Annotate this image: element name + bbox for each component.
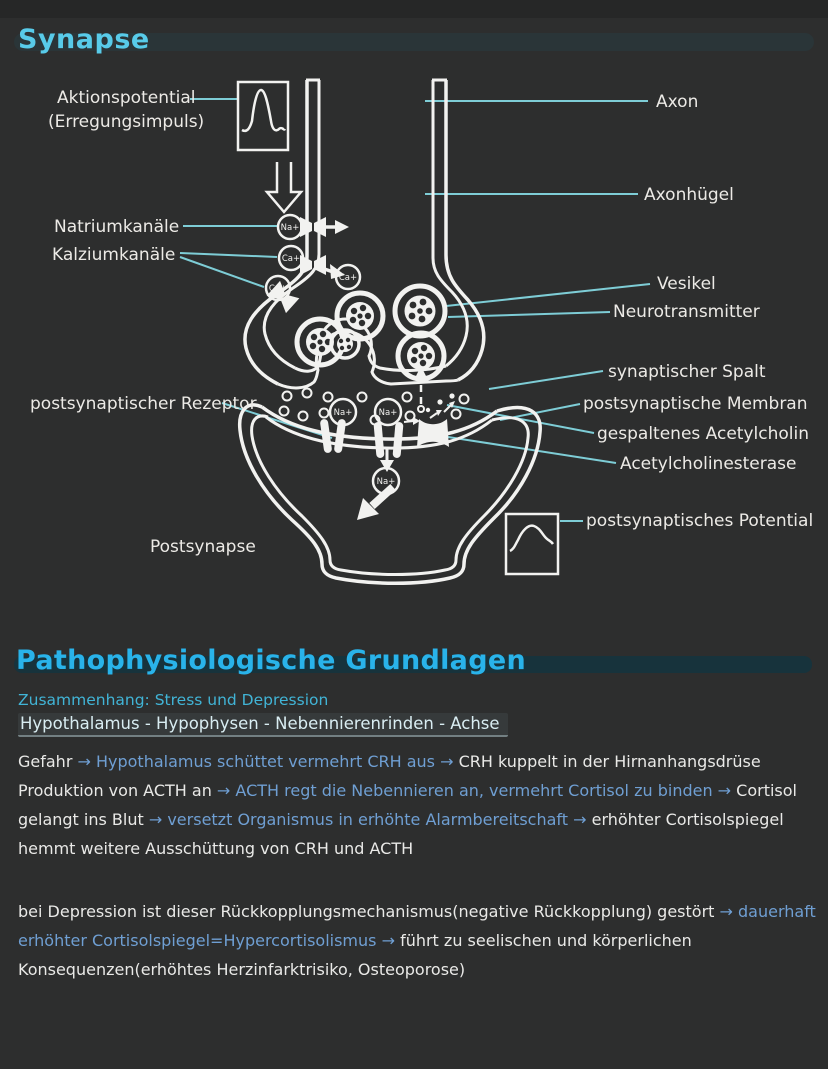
signal-direction-arrow xyxy=(357,484,396,520)
svg-text:Na+: Na+ xyxy=(281,223,300,233)
label-kalziumkanaele: Kalziumkanäle xyxy=(52,245,176,265)
patho-heading: Hypothalamus - Hypophysen - Nebennierenr… xyxy=(18,713,508,737)
label-postsynaptische-membran: postsynaptische Membran xyxy=(583,394,808,414)
patho-title-highlight-bar xyxy=(14,656,812,673)
vesicle xyxy=(334,290,386,342)
ca-inflow-arrow xyxy=(315,264,334,274)
label-erregungsimpuls: (Erregungsimpuls) xyxy=(48,112,205,132)
label-vesikel: Vesikel xyxy=(657,274,716,294)
page-top-edge xyxy=(0,0,828,18)
paragraph-stress-axis: Gefahr → Hypothalamus schüttet vermehrt … xyxy=(18,752,797,859)
acetylcholinesterase-shape xyxy=(417,419,449,447)
postsynaptic-membrane xyxy=(260,405,499,450)
synapse-diagram: Na+ Ca+ Ca+ Ca+ Na+ Na+ Na+ xyxy=(179,78,651,585)
ion-markers: Na+ Ca+ Ca+ Ca+ Na+ Na+ Na+ xyxy=(264,213,403,496)
synapse-title-highlight-bar xyxy=(14,33,814,51)
label-synaptischer-spalt: synaptischer Spalt xyxy=(608,362,766,382)
leader-lines xyxy=(179,98,651,522)
svg-text:Ca+: Ca+ xyxy=(339,273,357,283)
svg-text:Na+: Na+ xyxy=(377,477,396,487)
svg-text:Ca+: Ca+ xyxy=(282,254,300,264)
label-neurotransmitter: Neurotransmitter xyxy=(613,302,760,322)
split-acetylcholine xyxy=(403,393,455,425)
label-postsynaptischer-rezeptor: postsynaptischer Rezeptor xyxy=(30,394,257,414)
label-aktionspotential: Aktionspotential xyxy=(57,88,196,108)
vesicle xyxy=(392,283,448,339)
na-through-channel-arrowhead xyxy=(380,460,394,472)
label-natriumkanaele: Natriumkanäle xyxy=(54,217,180,237)
patho-section-title: Pathophysiologische Grundlagen xyxy=(16,645,526,676)
label-axonhuegel: Axonhügel xyxy=(644,185,734,205)
fusing-vesicle xyxy=(329,328,361,360)
label-axon: Axon xyxy=(656,92,699,112)
svg-text:Ca+: Ca+ xyxy=(269,284,287,294)
label-acetylcholinesterase: Acetylcholinesterase xyxy=(620,454,797,474)
label-postsynaptisches-potential: postsynaptisches Potential xyxy=(586,511,814,531)
svg-text:Na+: Na+ xyxy=(379,408,398,418)
synapse-section-title: Synapse xyxy=(18,24,150,55)
cleft-neurotransmitters xyxy=(278,387,470,426)
action-potential-box xyxy=(236,80,290,152)
postsynapse-walls xyxy=(237,403,542,585)
label-gespaltenes-acetylcholin: gespaltenes Acetylcholin xyxy=(597,424,809,444)
impulse-down-arrow-icon xyxy=(264,162,304,214)
calcium-channel-2 xyxy=(266,280,300,314)
postsynaptic-channel-middle xyxy=(373,422,404,458)
patho-subtitle: Zusammenhang: Stress und Depression xyxy=(18,691,329,709)
vesicles xyxy=(294,283,448,382)
reuptake-arrow xyxy=(414,366,428,413)
postsynaptic-potential-box xyxy=(504,512,560,576)
paragraph-depression: bei Depression ist dieser Rückkopplungsm… xyxy=(18,902,816,980)
na-inflow-arrowhead xyxy=(335,220,349,234)
label-postsynapse: Postsynapse xyxy=(150,537,256,557)
svg-text:Na+: Na+ xyxy=(334,408,353,418)
postsynaptic-receptor-left xyxy=(320,419,346,453)
